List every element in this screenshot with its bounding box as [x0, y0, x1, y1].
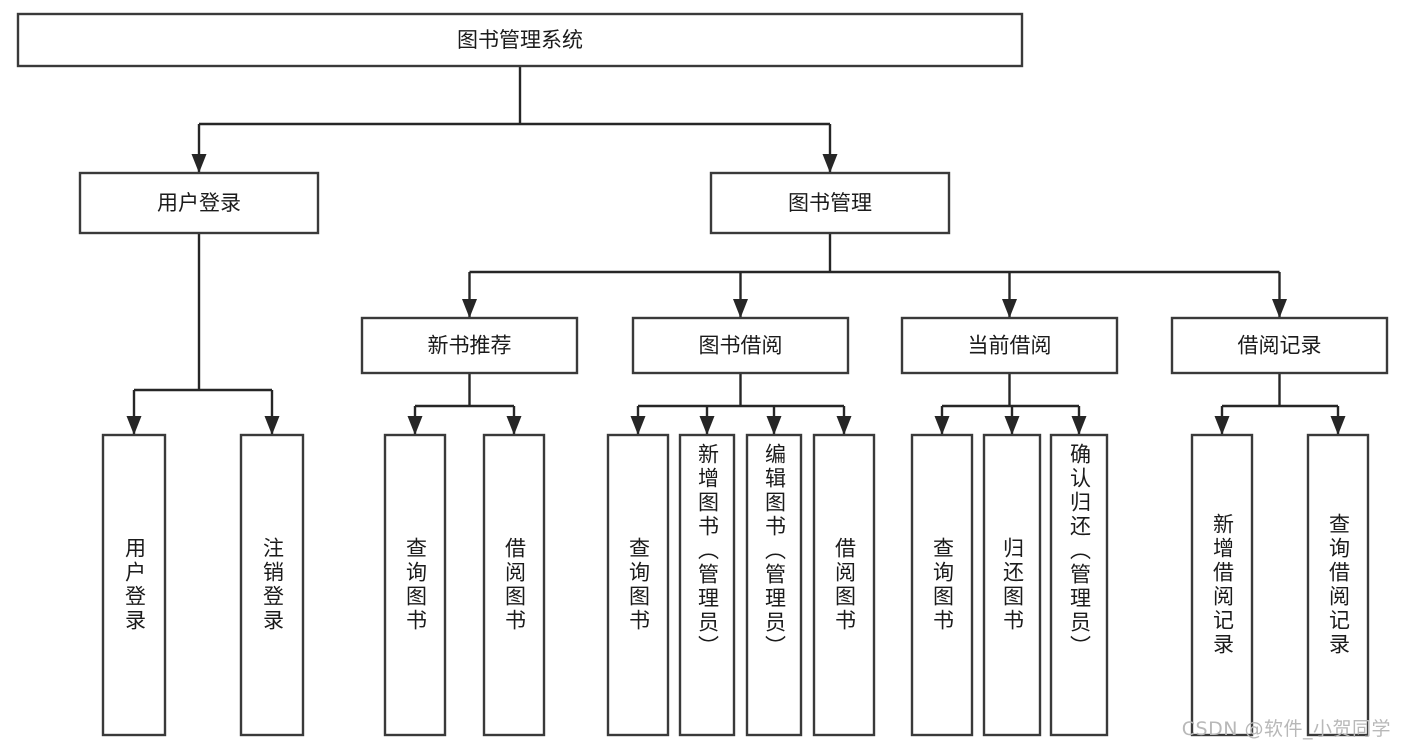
- arrow-head-leaf-user-login: [126, 416, 142, 435]
- node-borrow-record[interactable]: [1170, 316, 1389, 375]
- arrow-head-l-query-book-2: [630, 416, 646, 435]
- node-label: 借阅记录: [1238, 334, 1322, 358]
- node-boxes-layer: [16, 12, 1389, 737]
- arrow-head-leaf-user-logout: [264, 416, 280, 435]
- arrow-head-l-borrow-book-2: [836, 416, 852, 435]
- node-book-borrow[interactable]: [631, 316, 850, 375]
- arrow-head-current-borrow: [1002, 299, 1017, 318]
- node-leaf-l-query-book-1[interactable]: [383, 433, 447, 737]
- node-label: 图书管理: [788, 191, 872, 215]
- node-leaf-l-add-book[interactable]: [678, 433, 736, 737]
- arrow-head-l-borrow-book-1: [506, 416, 522, 435]
- arrow-head-l-query-record: [1330, 416, 1346, 435]
- node-leaf-l-add-record[interactable]: [1190, 433, 1254, 737]
- node-root-root[interactable]: [16, 12, 1024, 68]
- node-leaf-l-query-book-3[interactable]: [910, 433, 974, 737]
- node-label: 新书推荐: [428, 334, 512, 358]
- node-leaf-l-confirm-return[interactable]: [1049, 433, 1109, 737]
- connector-edges-layer: [126, 66, 1346, 435]
- arrow-head-new-book-rec: [462, 299, 477, 318]
- arrow-head-user-login: [191, 154, 207, 173]
- arrow-head-l-add-book: [699, 416, 715, 435]
- arrow-head-l-confirm-return: [1071, 416, 1087, 435]
- node-label: 图书借阅: [699, 334, 783, 358]
- arrow-head-l-query-book-3: [934, 416, 950, 435]
- node-book-manage[interactable]: [709, 171, 951, 235]
- node-leaf-l-query-record[interactable]: [1306, 433, 1370, 737]
- node-current-borrow[interactable]: [900, 316, 1119, 375]
- node-user-login[interactable]: [78, 171, 320, 235]
- arrow-head-l-return-book: [1004, 416, 1020, 435]
- arrow-head-l-query-book-1: [407, 416, 423, 435]
- node-new-book-rec[interactable]: [360, 316, 579, 375]
- arrow-head-l-add-record: [1214, 416, 1230, 435]
- arrow-head-book-manage: [822, 154, 838, 173]
- arrow-head-book-borrow: [733, 299, 748, 318]
- node-leaf-l-edit-book[interactable]: [745, 433, 803, 737]
- node-leaf-l-return-book[interactable]: [982, 433, 1042, 737]
- arrow-head-borrow-record: [1272, 299, 1287, 318]
- node-leaf-l-query-book-2[interactable]: [606, 433, 670, 737]
- node-leaf-leaf-user-logout[interactable]: [239, 433, 305, 737]
- node-label: 用户登录: [157, 191, 241, 215]
- node-leaf-leaf-user-login[interactable]: [101, 433, 167, 737]
- node-label: 图书管理系统: [457, 28, 583, 52]
- arrow-head-l-edit-book: [766, 416, 782, 435]
- csdn-watermark: CSDN @软件_小贺同学: [1181, 718, 1391, 740]
- node-leaf-l-borrow-book-1[interactable]: [482, 433, 546, 737]
- node-label: 当前借阅: [968, 334, 1052, 358]
- node-leaf-l-borrow-book-2[interactable]: [812, 433, 876, 737]
